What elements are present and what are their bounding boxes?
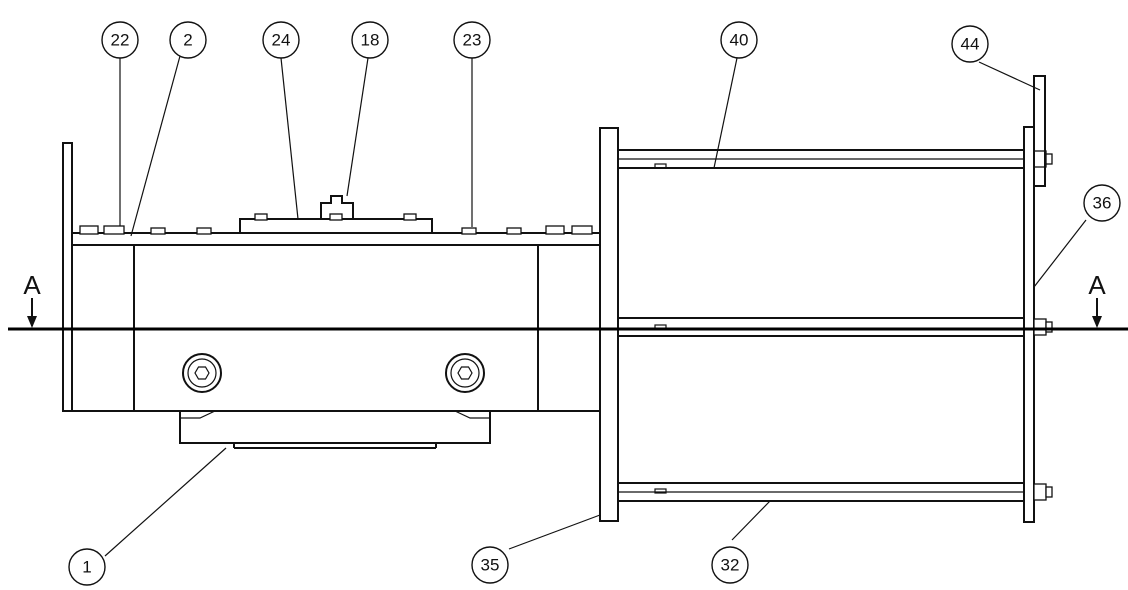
- rod-top: [617, 149, 1025, 169]
- top-bolts: [79, 213, 593, 235]
- end-plate-36: [1023, 126, 1035, 523]
- rod-bottom-32: [617, 482, 1025, 502]
- balloon-18: 18: [351, 21, 389, 59]
- svg-text:2: 2: [183, 31, 192, 50]
- svg-text:40: 40: [730, 31, 749, 50]
- balloon-36: 36: [1083, 184, 1121, 222]
- section-label-right: A: [1088, 270, 1106, 300]
- svg-text:35: 35: [481, 556, 500, 575]
- rod-middle: [617, 317, 1025, 337]
- svg-text:44: 44: [961, 35, 980, 54]
- balloon-35: 35: [471, 546, 509, 584]
- balloon-24: 24: [262, 21, 300, 59]
- svg-text:23: 23: [463, 31, 482, 50]
- balloon-1: 1: [68, 548, 106, 586]
- balloon-23: 23: [453, 21, 491, 59]
- balloon-44: 44: [951, 25, 989, 63]
- side-nut-left: [182, 353, 222, 393]
- svg-text:22: 22: [111, 31, 130, 50]
- svg-text:36: 36: [1093, 194, 1112, 213]
- svg-text:18: 18: [361, 31, 380, 50]
- svg-text:24: 24: [272, 31, 291, 50]
- balloon-40: 40: [720, 21, 758, 59]
- bottom-plate: [179, 410, 491, 449]
- section-label-left: A: [23, 270, 41, 300]
- balloon-2: 2: [169, 21, 207, 59]
- section-line: [8, 298, 1128, 331]
- left-end-plate: [62, 142, 73, 412]
- balloon-22: 22: [101, 21, 139, 59]
- right-plate-nuts: [1033, 150, 1053, 501]
- balloon-32: 32: [711, 546, 749, 584]
- frame-plate-35: [599, 127, 619, 522]
- svg-text:32: 32: [721, 556, 740, 575]
- bracket-44: [1033, 75, 1046, 187]
- side-nut-right: [445, 353, 485, 393]
- leader-lines: [104, 55, 1087, 557]
- svg-text:1: 1: [82, 558, 91, 577]
